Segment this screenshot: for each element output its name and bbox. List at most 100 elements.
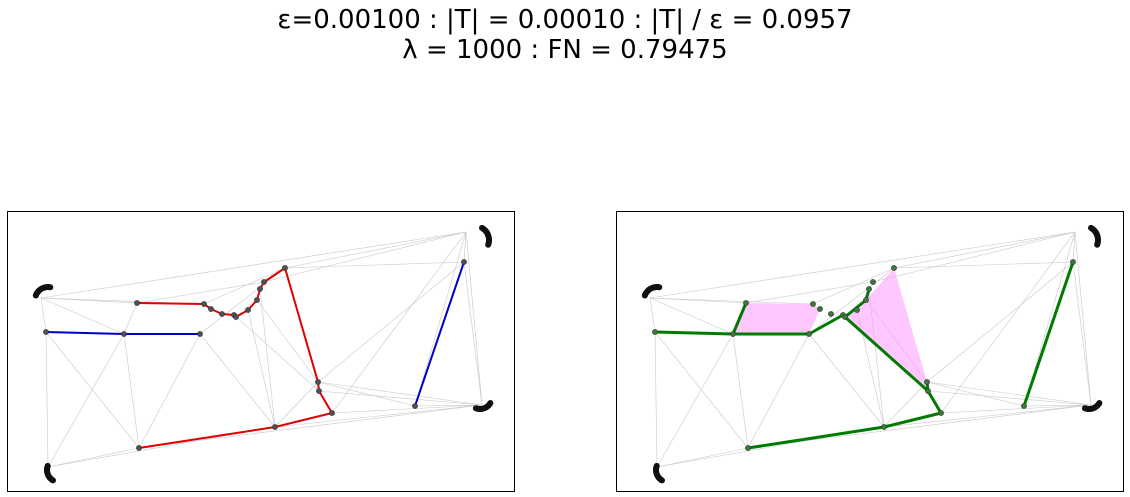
graph-node (261, 279, 267, 285)
mesh-edge (331, 404, 483, 414)
graph-node (272, 424, 278, 430)
boundary-node (47, 284, 54, 291)
mesh-edge (45, 331, 140, 449)
mesh-edge (747, 404, 1092, 449)
mesh-edge (1023, 404, 1092, 407)
mesh-edge (136, 281, 265, 304)
boundary-node (485, 241, 492, 248)
boundary-node (653, 462, 660, 469)
mesh-edge (256, 299, 319, 383)
graph-node (282, 265, 288, 271)
filled-triangle (809, 304, 820, 334)
graph-node (730, 331, 736, 337)
blue-chain (414, 261, 465, 407)
graph-node (329, 410, 335, 416)
mesh-edge (465, 231, 483, 406)
graph-node (134, 300, 140, 306)
mesh-edge (317, 381, 416, 407)
figure-title-line-2: λ = 1000 : FN = 0.79475 (402, 35, 728, 65)
graph-node (1070, 259, 1076, 265)
mesh-edge (732, 333, 749, 449)
mesh-edge (203, 267, 286, 305)
graph-node (201, 301, 207, 307)
mesh-edge (654, 331, 658, 468)
mesh-edge (927, 390, 1092, 406)
graph-node (233, 314, 239, 320)
boundary-node (1094, 241, 1101, 248)
graph-node (208, 306, 214, 312)
graph-node (810, 301, 816, 307)
mesh-edge (414, 231, 467, 407)
mesh-edge (317, 261, 465, 383)
mesh-edge (883, 404, 1092, 428)
mesh-edge (318, 390, 483, 406)
mesh-edge (808, 267, 895, 335)
graph-node (870, 279, 876, 285)
mesh-edge (656, 333, 734, 468)
graph-node (257, 286, 263, 292)
mesh-edge (331, 231, 467, 414)
mesh-edge (926, 261, 1074, 383)
left-graph-canvas (32, 224, 494, 484)
graph-node (197, 331, 203, 337)
graph-node (136, 445, 142, 451)
mesh-edge (40, 297, 125, 335)
mesh-edge (649, 297, 814, 305)
filled-triangle (733, 303, 813, 334)
mesh-edge (883, 381, 928, 428)
mesh-edge (123, 302, 138, 335)
graph-node (925, 388, 931, 394)
graph-node (652, 329, 658, 335)
graph-node (245, 307, 251, 313)
mesh-edge (463, 231, 467, 263)
graph-node (806, 331, 812, 337)
mesh-edge (893, 231, 1076, 269)
mesh-edge (656, 447, 749, 468)
graph-node (745, 445, 751, 451)
green-chain (1022, 261, 1075, 407)
mesh-edge (649, 231, 1076, 299)
right-panel (616, 211, 1124, 492)
mesh-edge (263, 231, 467, 283)
left-panel (7, 211, 515, 492)
mesh-edge (808, 333, 885, 428)
mesh-edge (40, 297, 47, 333)
mesh-edge (284, 231, 467, 269)
graph-node (121, 331, 127, 337)
graph-node (1021, 403, 1027, 409)
mesh-edge (872, 231, 1076, 283)
graph-node (891, 265, 897, 271)
graph-node (43, 329, 49, 335)
mesh-edge (812, 267, 895, 305)
mesh-edge (40, 231, 467, 299)
graph-node (866, 286, 872, 292)
mesh-edge (259, 288, 276, 428)
mesh-edge (47, 333, 125, 468)
mesh-edge (940, 231, 1076, 414)
graph-node (817, 306, 823, 312)
red-chain (136, 267, 333, 449)
mesh-edge (926, 381, 1092, 406)
mesh-edge (893, 261, 1074, 269)
graph-node (828, 311, 834, 317)
graph-node (461, 259, 467, 265)
graph-node (316, 388, 322, 394)
mesh-edge (45, 331, 49, 468)
graph-node (863, 297, 869, 303)
graph-node (412, 403, 418, 409)
mesh-edge (199, 333, 276, 428)
figure-title-line-1: ε=0.00100 : |T| = 0.00010 : |T| / ε = 0.… (277, 5, 853, 35)
mesh-edge (654, 331, 749, 449)
graph-node (938, 410, 944, 416)
mesh-edge (649, 297, 656, 333)
mesh-edge (274, 381, 319, 428)
mesh-edge (233, 314, 320, 392)
mesh-edge (1072, 261, 1092, 406)
mesh-edge (414, 404, 483, 407)
mesh-edge (1072, 231, 1076, 263)
mesh-edge (745, 281, 874, 304)
mesh-edge (138, 404, 483, 449)
graph-node (219, 311, 225, 317)
boundary-node (1081, 405, 1088, 412)
graph-node (315, 379, 321, 385)
